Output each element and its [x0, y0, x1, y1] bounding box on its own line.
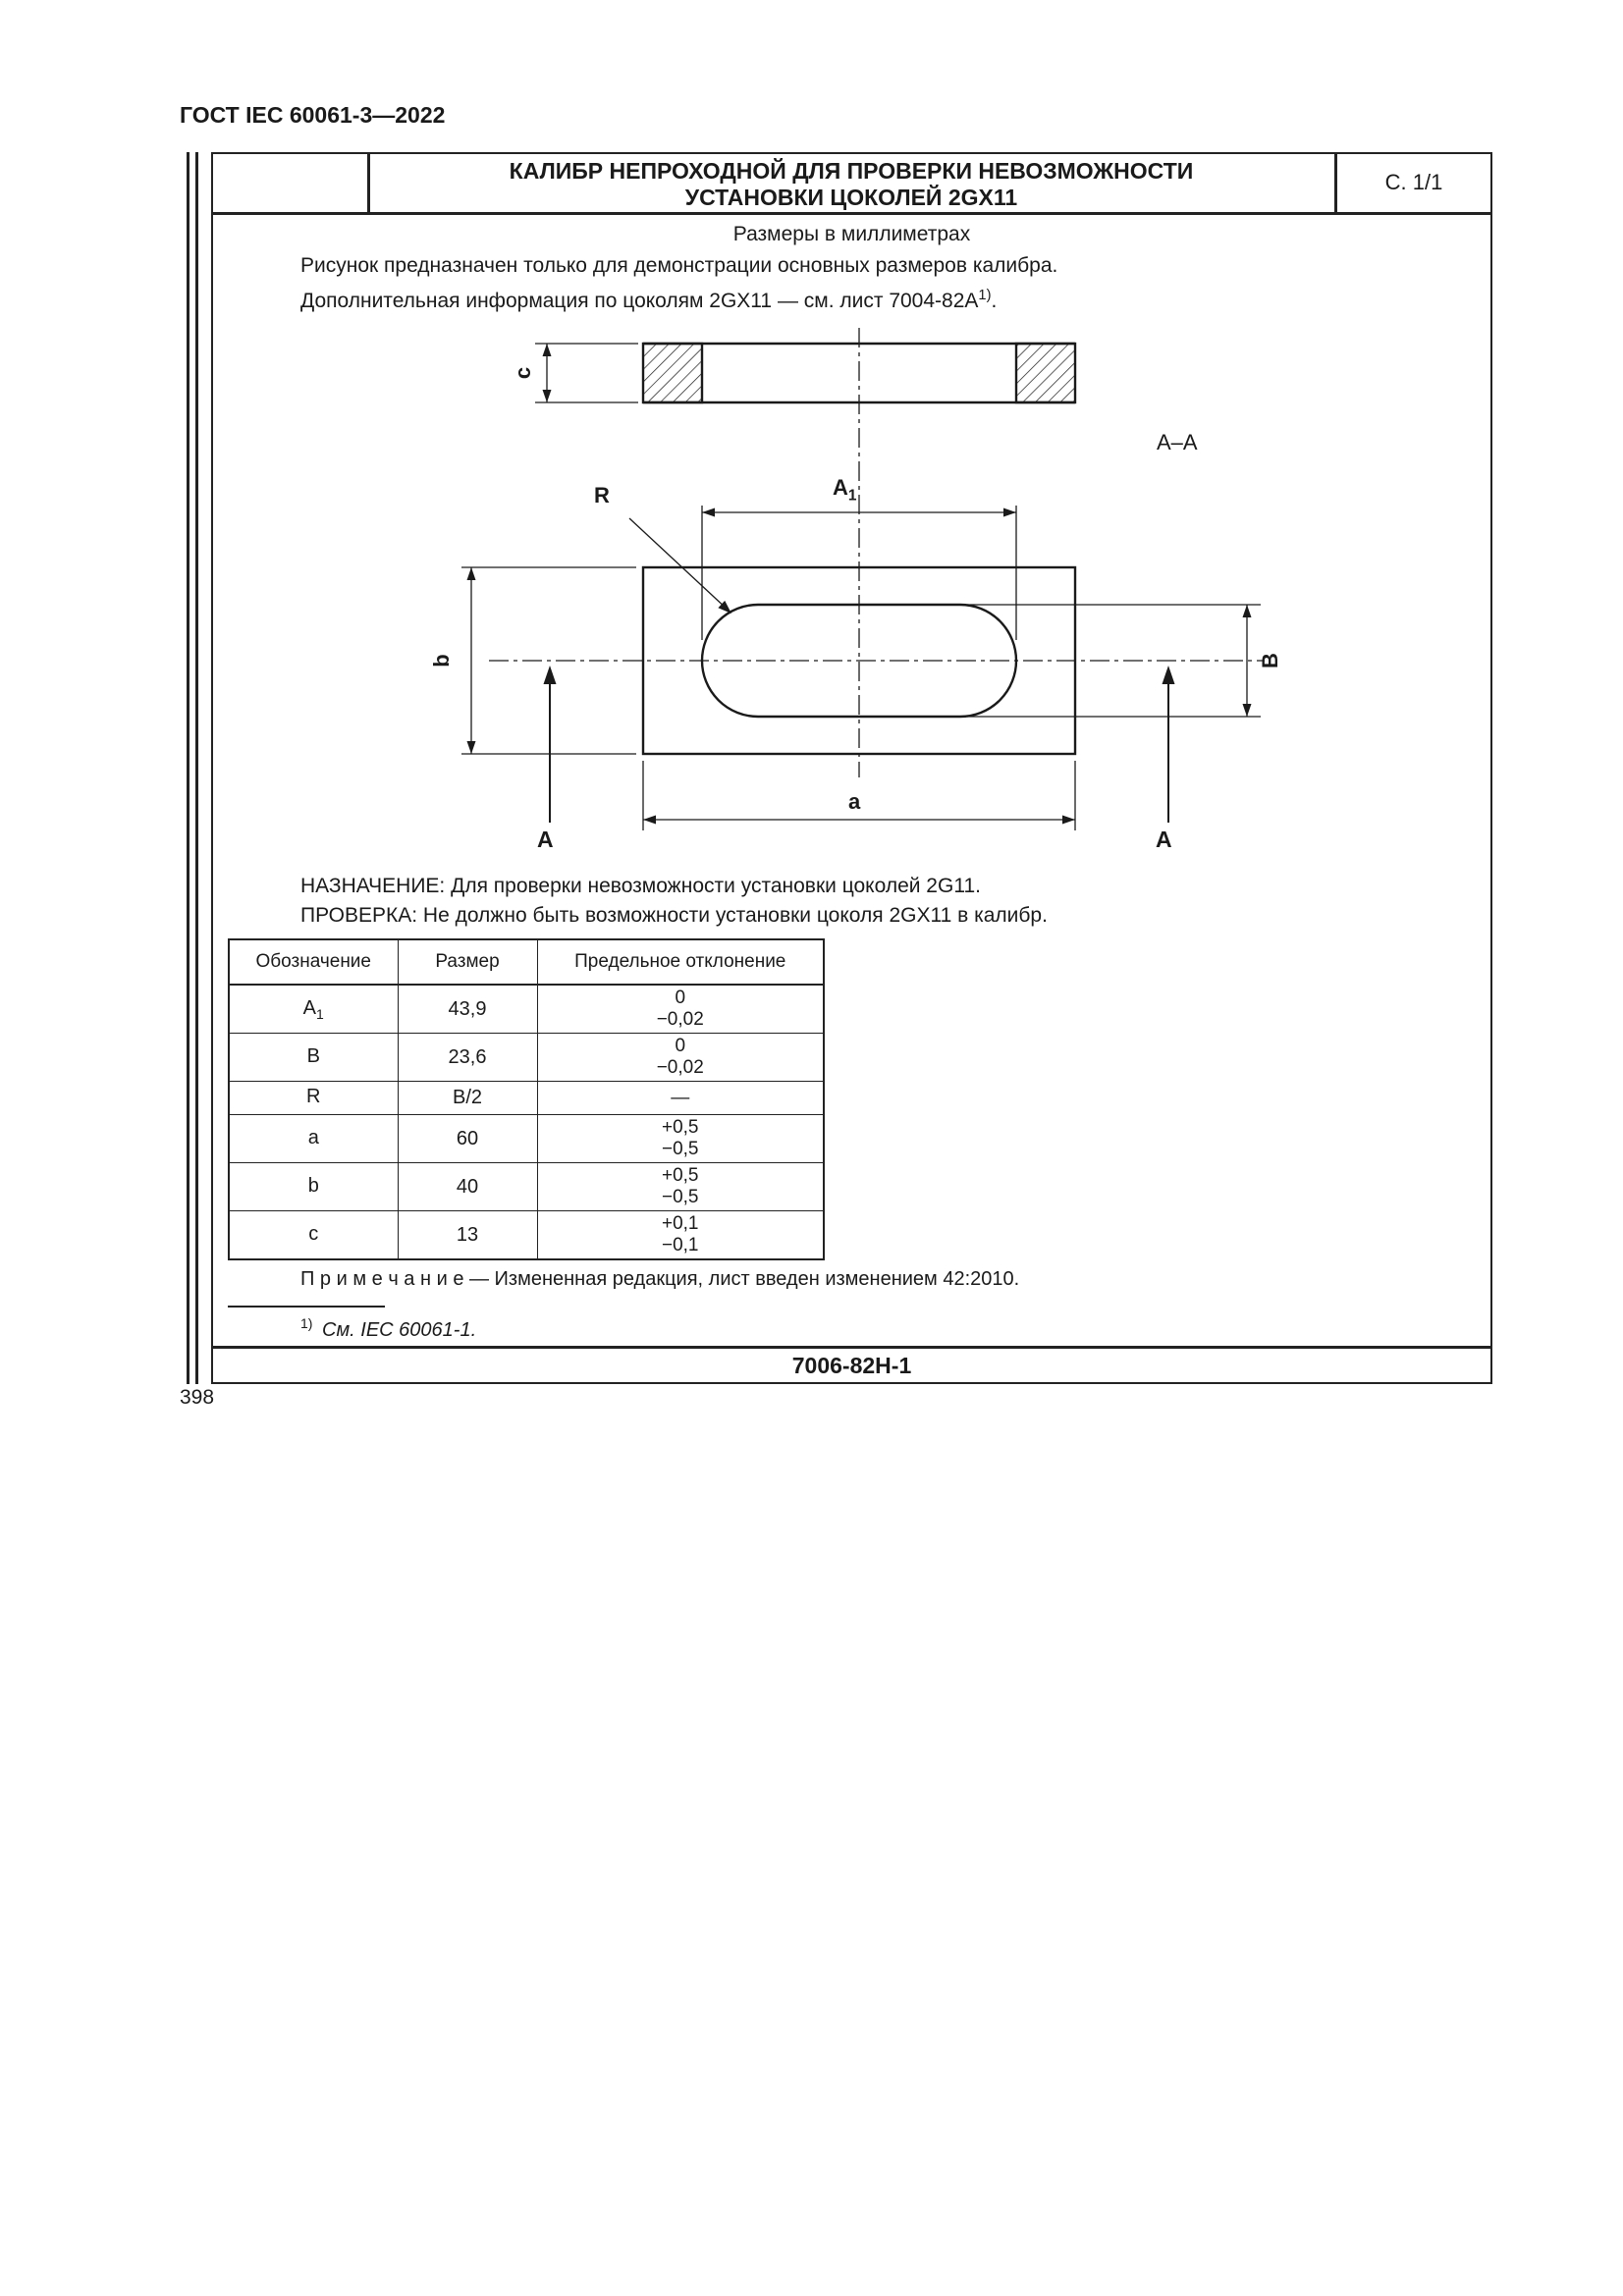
centerlines: [489, 328, 1265, 777]
dim-label-B: B: [1258, 653, 1282, 668]
sheet-number: 7006-82Н-1: [791, 1353, 912, 1378]
footer-row-top-rule: [211, 1346, 1492, 1349]
table-header-row: Обозначение Размер Предельное отклонение: [228, 938, 825, 986]
intro-line2: Дополнительная информация по цоколям 2GX…: [300, 288, 998, 312]
section-view: [641, 342, 1077, 404]
cell-tolerance: +0,5−0,5: [536, 1162, 825, 1211]
cell-size: 40: [397, 1162, 538, 1211]
title-right-divider: [1334, 152, 1337, 214]
cut-label-left: А: [537, 827, 554, 852]
units-note: Размеры в миллиметрах: [732, 223, 971, 245]
purpose-check-block: НАЗНАЧЕНИЕ: Для проверки невозможности у…: [300, 872, 1439, 931]
dimension-A1: [701, 506, 1017, 640]
table-row: B 23,6 0−0,02: [228, 1033, 825, 1082]
intro-line1: Рисунок предназначен только для демонстр…: [300, 254, 1058, 277]
dim-label-A1: A1: [833, 475, 857, 505]
intro-footnote-marker: 1): [978, 288, 992, 303]
dim-label-R: R: [594, 483, 610, 507]
dimension-c: [535, 343, 638, 403]
cell-size: 43,9: [397, 984, 538, 1034]
cell-size: 60: [397, 1114, 538, 1163]
table-row: R B/2 —: [228, 1081, 825, 1115]
dimension-B: [967, 604, 1261, 718]
plan-view: [641, 565, 1077, 756]
note-text: П р и м е ч а н и е — Измененная редакци…: [300, 1268, 1020, 1290]
left-double-rule-outer: [187, 152, 189, 1384]
cell-tolerance: +0,5−0,5: [536, 1114, 825, 1163]
purpose-text: НАЗНАЧЕНИЕ: Для проверки невозможности у…: [300, 875, 981, 897]
cell-tolerance: —: [536, 1081, 825, 1115]
radius-leader: [628, 517, 731, 614]
cell-tolerance: +0,1−0,1: [536, 1210, 825, 1260]
cell-symbol: A1: [228, 984, 399, 1034]
footnote-text: См. IEC 60061-1.: [322, 1318, 477, 1341]
sheet-title: КАЛИБР НЕПРОХОДНОЙ ДЛЯ ПРОВЕРКИ НЕВОЗМОЖ…: [370, 158, 1332, 211]
left-double-rule-inner: [195, 152, 198, 1384]
dimension-table: Обозначение Размер Предельное отклонение…: [228, 938, 825, 1260]
page-ref: С. 1/1: [1384, 169, 1443, 194]
check-text: ПРОВЕРКА: Не должно быть возможности уст…: [300, 904, 1048, 927]
dim-label-b: b: [429, 654, 454, 667]
footnote-rule: [228, 1306, 385, 1308]
cell-tolerance: 0−0,02: [536, 1033, 825, 1082]
section-label: А–А: [1157, 430, 1198, 454]
sheet-title-line1: КАЛИБР НЕПРОХОДНОЙ ДЛЯ ПРОВЕРКИ НЕВОЗМОЖ…: [509, 158, 1194, 184]
cell-symbol: a: [228, 1114, 399, 1163]
table-row: a 60 +0,5−0,5: [228, 1114, 825, 1163]
cell-tolerance: 0−0,02: [536, 984, 825, 1034]
intro-paragraph: Рисунок предназначен только для демонстр…: [300, 251, 1420, 316]
col-header-tolerance: Предельное отклонение: [536, 938, 825, 986]
cell-size: 23,6: [397, 1033, 538, 1082]
cell-symbol: c: [228, 1210, 399, 1260]
footnote: 1) См. IEC 60061-1.: [300, 1315, 476, 1342]
cell-symbol: R: [228, 1081, 399, 1115]
dim-label-c: c: [511, 366, 535, 380]
doc-header: ГОСТ IEC 60061-3—2022: [180, 102, 446, 128]
cell-size: 13: [397, 1210, 538, 1260]
col-header-designation: Обозначение: [228, 938, 399, 986]
dim-label-a: a: [848, 789, 861, 814]
sheet-title-line2: УСТАНОВКИ ЦОКОЛЕЙ 2GX11: [684, 185, 1018, 210]
cell-symbol: B: [228, 1033, 399, 1082]
col-header-size: Размер: [397, 938, 538, 986]
page-number: 398: [180, 1386, 215, 1409]
cut-label-right: А: [1156, 827, 1172, 852]
table-row: b 40 +0,5−0,5: [228, 1162, 825, 1211]
sheet-frame: [211, 152, 1492, 1384]
title-left-divider: [367, 152, 370, 214]
table-row: c 13 +0,1−0,1: [228, 1210, 825, 1260]
dimension-a: [642, 761, 1076, 830]
table-row: A1 43,9 0−0,02: [228, 984, 825, 1034]
footnote-marker: 1): [300, 1315, 313, 1331]
title-row-bottom-rule: [211, 212, 1492, 215]
cell-symbol: b: [228, 1162, 399, 1211]
cell-size: B/2: [397, 1081, 538, 1115]
section-cut-arrows: [543, 666, 1175, 823]
